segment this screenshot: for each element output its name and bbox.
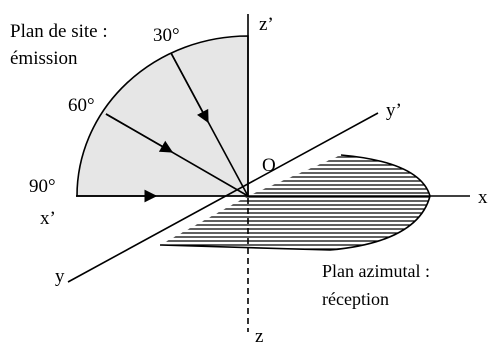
axis-label-x-prime: x’ [40,208,56,229]
angle-label-90: 90° [29,176,56,197]
axis-label-y-prime: y’ [386,100,402,121]
arrow-60 [105,113,174,153]
elevation-quarter-disc [76,35,249,197]
axis-label-z: z [255,326,263,342]
elevation-plane-label-line1: Plan de site : [10,21,108,42]
elevation-plane-label-line2: émission [10,48,78,69]
azimuth-plane-label-line2: réception [322,289,389,309]
angle-label-30: 30° [153,25,180,46]
axis-label-x: x [478,187,488,208]
axis-label-y: y [55,266,65,287]
origin-label: O [262,155,276,176]
azimuth-plane-label-line1: Plan azimutal : [322,261,430,281]
axis-label-z-prime: z’ [259,14,274,35]
angle-label-60: 60° [68,95,95,116]
arrow-30 [170,52,209,124]
axis-y-line [67,112,379,283]
